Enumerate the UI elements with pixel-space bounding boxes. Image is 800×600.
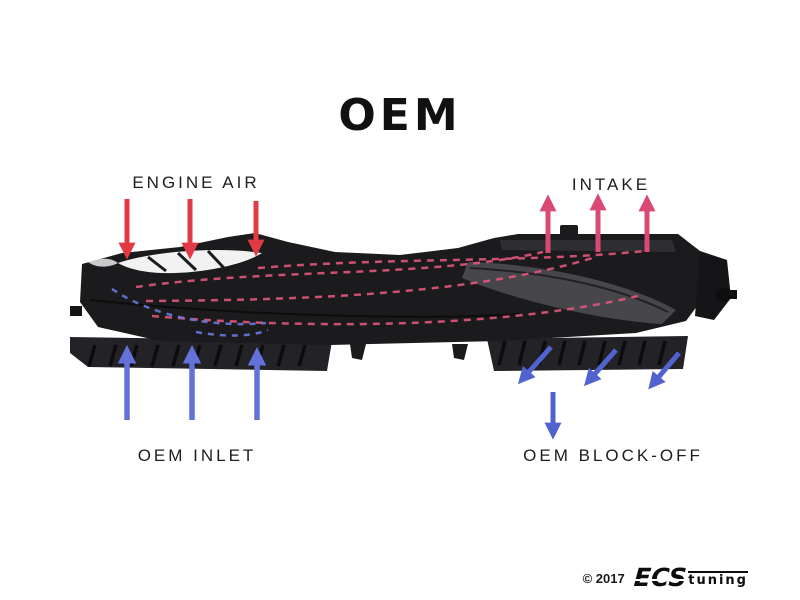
- flow-line-pink-3: [257, 249, 646, 270]
- duct-contour-line: [89, 299, 521, 318]
- airflow-blue-dashes: [111, 287, 269, 337]
- flow-line-blue-2: [195, 328, 269, 337]
- ecs-logo-text: ECS: [632, 563, 688, 592]
- flow-line-pink-4: [151, 294, 639, 326]
- copyright-text: © 2017: [582, 571, 625, 586]
- duct-ribs-over-highlight: [147, 249, 226, 273]
- block-off-arrow-1: [517, 345, 553, 385]
- duct-right-blockoff-grille: [487, 336, 688, 371]
- blockoff-grille-slats: [497, 340, 667, 366]
- page-title: OEM: [338, 90, 462, 141]
- oem-inlet-arrows: [117, 345, 267, 420]
- duct-end-knob: [716, 288, 730, 302]
- block-off-arrow-2: [583, 348, 618, 387]
- oem-block-off-label: OEM BLOCK-OFF: [523, 446, 703, 465]
- air-duct-part: [70, 225, 737, 371]
- intake-arrows: [539, 193, 656, 253]
- duct-end-cap: [695, 251, 731, 320]
- duct-highlight-tip: [88, 258, 118, 267]
- footer: © 2017 ECS tuning: [582, 563, 748, 592]
- duct-left-tab: [70, 306, 82, 316]
- airflow-pink-dashes: [135, 249, 646, 326]
- flow-line-pink-2: [145, 255, 597, 303]
- oem-inlet-label: OEM INLET: [137, 446, 257, 465]
- flow-line-blue-1: [111, 287, 267, 326]
- duct-interior-wall: [500, 240, 676, 252]
- ecs-tuning-logo: ECS tuning: [632, 563, 748, 592]
- duct-interior-scoop-edge: [469, 267, 669, 313]
- intake-label: INTAKE: [571, 175, 651, 194]
- duct-end-stub: [728, 290, 737, 299]
- oem-block-off-arrows: [517, 345, 681, 440]
- block-off-arrow-3: [648, 351, 681, 390]
- duct-interior-scoop: [462, 262, 676, 324]
- duct-feet: [350, 344, 468, 360]
- duct-highlight-reflection: [118, 249, 262, 274]
- flow-line-pink-1: [135, 250, 544, 289]
- engine-air-arrows: [118, 199, 265, 260]
- tuning-logo-text: tuning: [688, 571, 748, 588]
- engine-air-label: ENGINE AIR: [132, 173, 260, 192]
